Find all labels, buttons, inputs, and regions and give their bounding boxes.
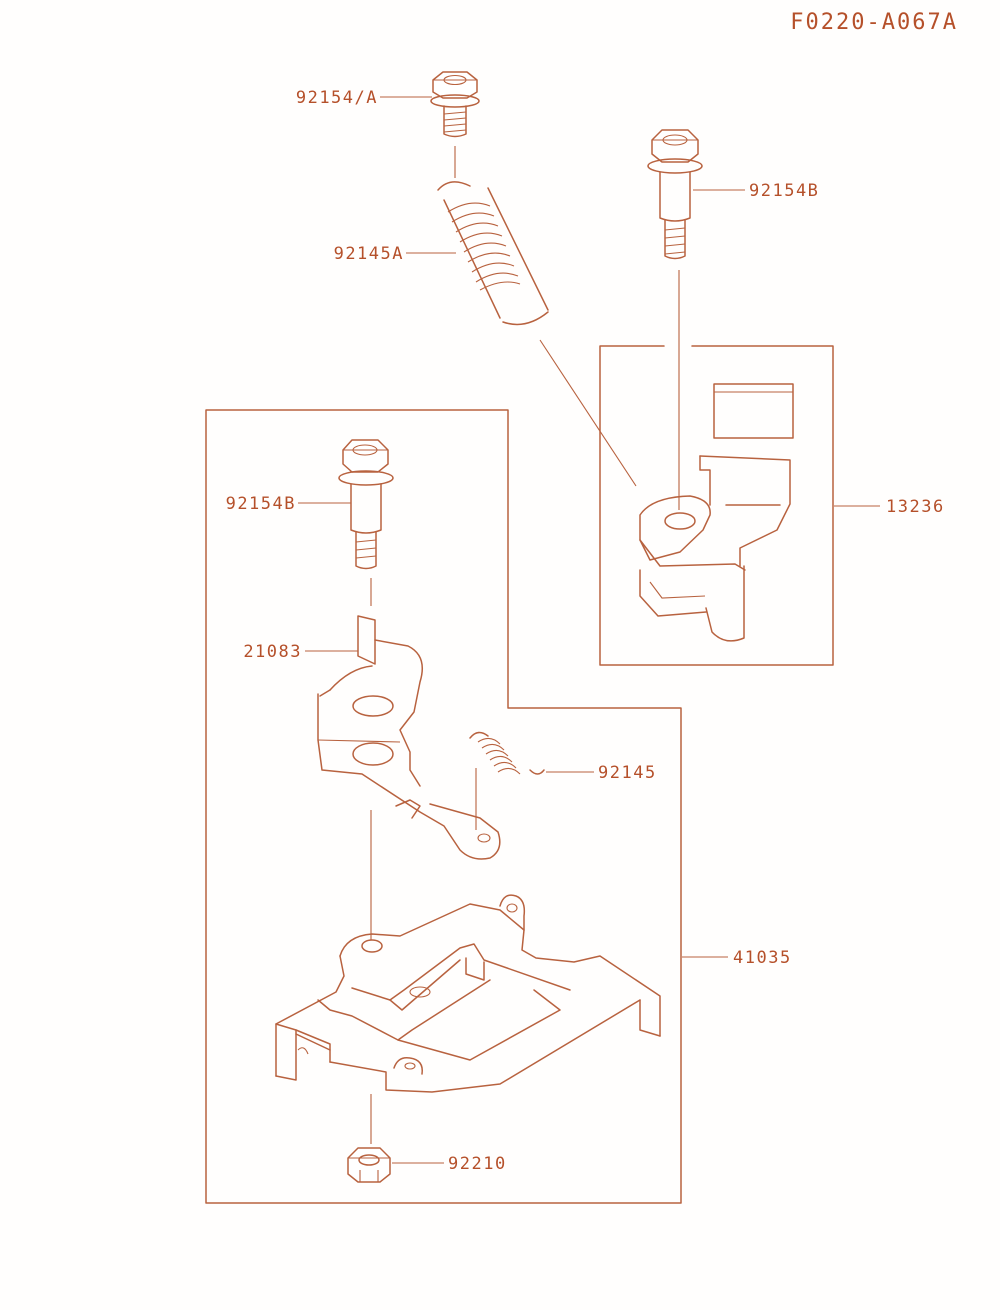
lever-21083-part bbox=[317, 615, 501, 940]
bracket-13236-part bbox=[639, 383, 794, 642]
callout-21083: 21083 bbox=[243, 642, 302, 662]
bolt-92154a-part bbox=[430, 71, 480, 178]
plate-41035-part bbox=[275, 894, 661, 1144]
bolt-92154b-right-part bbox=[647, 129, 703, 510]
callout-92145: 92145 bbox=[598, 763, 657, 783]
bolt-92154b-left-part bbox=[338, 439, 394, 606]
callout-92210: 92210 bbox=[448, 1154, 507, 1174]
assembly-13236-outline bbox=[599, 345, 834, 666]
assembly-41035-outline bbox=[205, 409, 682, 1204]
callout-92154b-left: 92154B bbox=[226, 494, 296, 514]
leader-spring-to-bracket bbox=[539, 339, 637, 487]
diagram-code: F0220-A067A bbox=[790, 10, 958, 35]
callout-92154a: 92154/A bbox=[296, 88, 378, 108]
callout-leaders bbox=[298, 96, 880, 1164]
callout-41035: 41035 bbox=[733, 948, 792, 968]
spring-92145-part bbox=[469, 731, 545, 830]
callout-13236: 13236 bbox=[886, 497, 945, 517]
callout-92145a: 92145A bbox=[334, 244, 404, 264]
spring-92145a-part bbox=[437, 181, 549, 326]
callout-92154b-right: 92154B bbox=[749, 181, 819, 201]
nut-92210-part bbox=[347, 1147, 391, 1183]
